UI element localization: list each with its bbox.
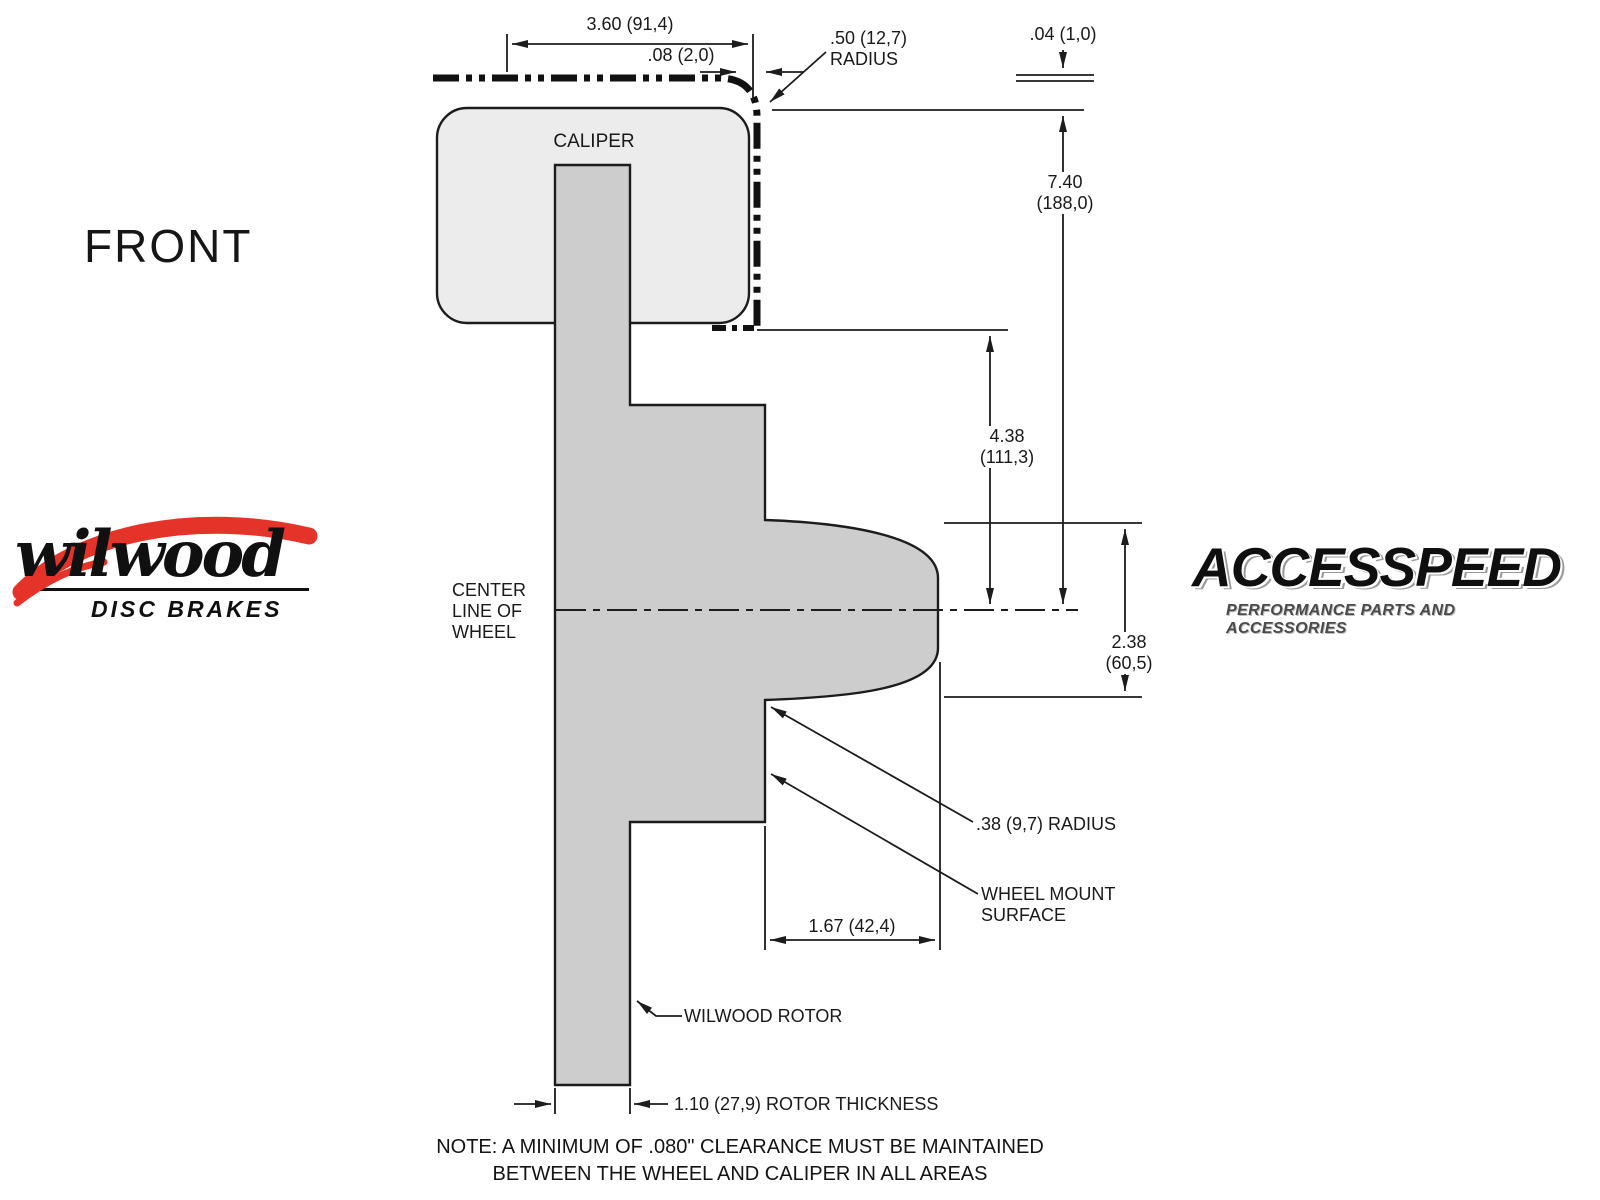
dim-label-0-50-line1: .50 (12,7): [830, 28, 908, 48]
wilwood-logo: wilwood DISC BRAKES: [12, 516, 325, 623]
wheel-mount-surface-label: WHEEL MOUNT SURFACE: [981, 884, 1115, 926]
dim-label-4-38: 4.38 (111,3): [964, 426, 1050, 468]
wheel-mount-line2: SURFACE: [981, 905, 1067, 925]
dim-label-4-38-in: 4.38: [989, 426, 1025, 446]
wilwood-swoosh-graphic: [12, 516, 318, 607]
clearance-note-line1: NOTE: A MINIMUM OF .080" CLEARANCE MUST …: [436, 1136, 1044, 1158]
centerline-label-line1: CENTER: [452, 580, 527, 600]
centerline-label: CENTER LINE OF WHEEL: [452, 580, 526, 643]
clearance-note: NOTE: A MINIMUM OF .080" CLEARANCE MUST …: [340, 1134, 1140, 1188]
rotor-hat-shape: [553, 163, 940, 1087]
accesspeed-logo-text: ACCESSPEED: [1192, 536, 1562, 598]
accesspeed-logo: ACCESSPEED PERFORMANCE PARTS AND ACCESSO…: [1192, 538, 1572, 638]
dim-label-1-10: 1.10 (27,9) ROTOR THICKNESS: [674, 1094, 939, 1114]
dim-label-2-38-mm: (60,5): [1105, 653, 1153, 673]
dim-label-2-38-in: 2.38: [1111, 632, 1147, 652]
dim-label-0-08: .08 (2,0): [647, 45, 715, 65]
accesspeed-logo-subtext: PERFORMANCE PARTS AND ACCESSORIES: [1226, 602, 1456, 637]
clearance-note-line2: BETWEEN THE WHEEL AND CALIPER IN ALL ARE…: [492, 1163, 988, 1185]
dim-label-2-38: 2.38 (60,5): [1086, 632, 1172, 674]
caliper-label: CALIPER: [553, 131, 635, 152]
leader-0-38-radius: [770, 706, 974, 823]
wheel-mount-line1: WHEEL MOUNT: [981, 884, 1116, 904]
leader-wheel-mount: [770, 773, 979, 895]
dim-label-1-67: 1.67 (42,4): [808, 916, 896, 936]
dim-label-0-50-line2: RADIUS: [830, 49, 899, 69]
dim-label-0-04: .04 (1,0): [1029, 24, 1097, 44]
wilwood-rotor-label: WILWOOD ROTOR: [684, 1006, 843, 1026]
centerline-label-line3: WHEEL: [452, 622, 517, 642]
wheel-contour-dashed-line: [433, 74, 761, 332]
leader-wilwood-rotor: [636, 1000, 682, 1017]
dim-label-7-40: 7.40 (188,0): [1022, 172, 1108, 214]
dim-label-4-38-mm: (111,3): [979, 447, 1035, 467]
leader-0-50-radius: [769, 51, 827, 103]
dim-label-0-38-radius: .38 (9,7) RADIUS: [976, 814, 1117, 834]
wilwood-logo-underline: [37, 588, 309, 591]
dim-label-7-40-mm: (188,0): [1036, 193, 1094, 213]
centerline-label-line2: LINE OF: [452, 601, 523, 621]
front-view-label: FRONT: [84, 220, 253, 272]
dim-label-0-50-radius: .50 (12,7) RADIUS: [830, 28, 907, 70]
wilwood-logo-text: wilwood: [15, 517, 286, 592]
dim-label-3-60: 3.60 (91,4): [586, 14, 674, 34]
wilwood-logo-subtext: DISC BRAKES: [91, 596, 283, 622]
dim-label-7-40-in: 7.40: [1047, 172, 1083, 192]
